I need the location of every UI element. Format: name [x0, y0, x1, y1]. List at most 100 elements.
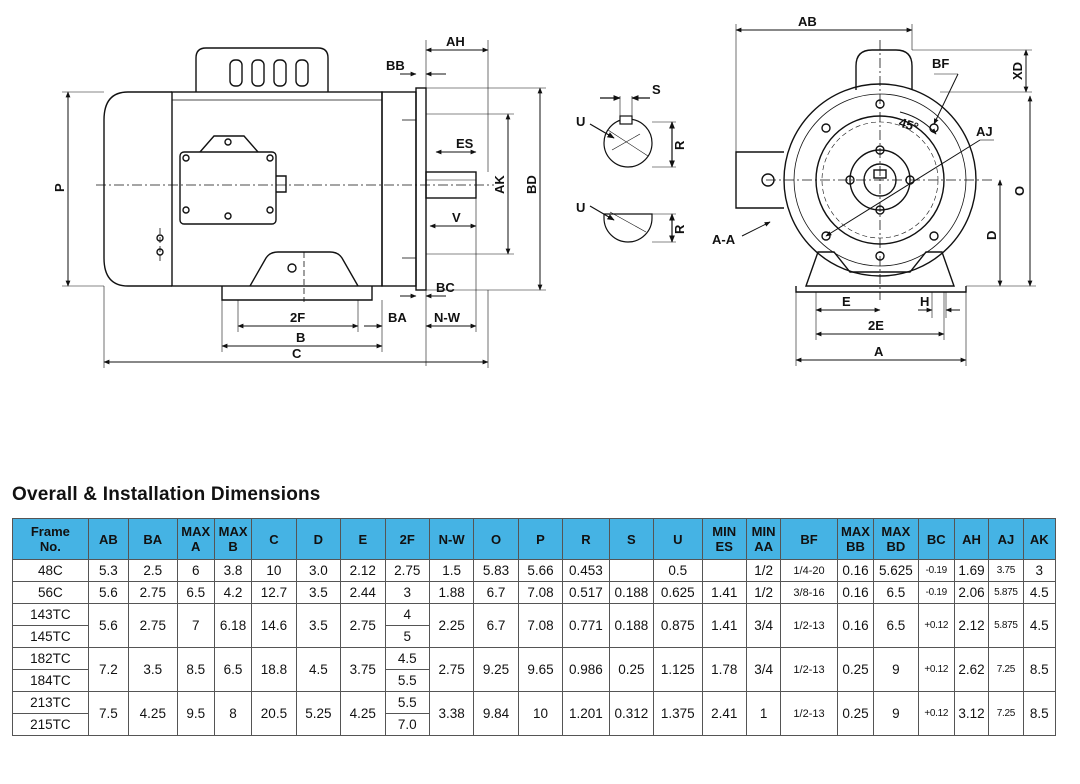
conduit-box — [179, 151, 277, 225]
dim-label-r-upper: R — [672, 140, 687, 150]
column-header-label: BB — [846, 539, 865, 554]
column-header-label: E — [358, 531, 368, 547]
table-cell: +0.12 — [917, 647, 955, 692]
column-header: N-W — [428, 518, 475, 560]
table-cell: 2.75 — [128, 581, 178, 604]
dim-label-p: P — [52, 183, 67, 192]
dim-label-ah: AH — [446, 34, 465, 49]
table-cell: 1.41 — [701, 603, 747, 648]
f2-value: 5 — [386, 625, 429, 647]
table-cell: 1/4-20 — [780, 559, 838, 582]
column-header: D — [295, 518, 342, 560]
column-header-label: AB — [99, 531, 118, 547]
mounting-base — [221, 286, 373, 301]
f2-value: 4.5 — [397, 651, 417, 666]
column-header-label: N-W — [438, 531, 465, 547]
table-cell: 6 — [176, 559, 215, 582]
dim-label-o: O — [1012, 186, 1027, 196]
table-cell: 3.5 — [295, 581, 342, 604]
table-cell: 18.8 — [251, 647, 297, 692]
column-header-label: MAX — [881, 524, 911, 539]
table-cell: 0.453 — [562, 559, 610, 582]
table-cell: 2.41 — [701, 691, 747, 736]
frame-number: 213TC — [30, 695, 71, 710]
frame-number: 184TC — [13, 669, 88, 691]
dim-label-s: S — [652, 82, 661, 97]
table-cell: 7.2 — [87, 647, 130, 692]
column-header-label: AH — [962, 531, 981, 547]
column-header-label: MAX — [181, 524, 211, 539]
table-cell: 8.5 — [176, 647, 215, 692]
table-cell: 8.5 — [1022, 647, 1057, 692]
table-cell: 0.25 — [836, 647, 875, 692]
table-cell: 3.38 — [428, 691, 475, 736]
table-cell: 4.5 — [1022, 603, 1057, 648]
dim-label-e: E — [842, 294, 851, 309]
dim-label-b: B — [296, 330, 305, 345]
table-cell: 0.517 — [562, 581, 610, 604]
table-cell: 10 — [251, 559, 297, 582]
dim-label-a: A — [874, 344, 884, 359]
table-cell: 6.5 — [176, 581, 215, 604]
f2-value: 7.0 — [386, 713, 429, 735]
table-cell: 0.16 — [836, 559, 875, 582]
column-header-label: BF — [800, 531, 818, 547]
table-cell: 7.25 — [988, 691, 1024, 736]
dim-label-2f: 2F — [290, 310, 305, 325]
table-cell: 2.12 — [340, 559, 386, 582]
column-header-label: MAX — [841, 524, 870, 539]
table-cell: 0.875 — [653, 603, 703, 648]
column-header: AJ — [988, 518, 1024, 560]
table-cell: 3/4 — [745, 647, 782, 692]
dim-label-aa: A-A — [712, 232, 736, 247]
column-header-label: A — [191, 539, 201, 554]
column-header: P — [517, 518, 564, 560]
table-cell: 6.7 — [473, 581, 519, 604]
table-cell: 1.375 — [653, 691, 703, 736]
table-cell: 2.62 — [953, 647, 990, 692]
column-header-label: R — [581, 531, 591, 547]
column-header: S — [608, 518, 655, 560]
frame-number: 215TC — [13, 713, 88, 735]
table-cell: 3/8-16 — [780, 581, 838, 604]
table-cell: 4.2 — [213, 581, 253, 604]
rear-end-cap — [103, 91, 172, 287]
table-cell: 1 — [745, 691, 782, 736]
table-cell: 1/2-13 — [780, 603, 838, 648]
table-cell: -0.19 — [917, 559, 955, 582]
table-cell: 2.75 — [340, 603, 386, 648]
dim-label-bd: BD — [524, 175, 539, 194]
table-cell: 0.625 — [653, 581, 703, 604]
table-cell: 0.188 — [608, 603, 655, 648]
column-header-label: S — [627, 531, 636, 547]
motor-dimension-drawing: AH BB ES AK BD V P BC 2F BA N-W B C S U … — [52, 14, 1036, 368]
table-cell: 7 — [176, 603, 215, 648]
column-header: BA — [128, 518, 178, 560]
table-cell: 1.5 — [428, 559, 475, 582]
dim-label-bc: BC — [436, 280, 455, 295]
table-cell — [608, 559, 655, 582]
table-cell: 1/2 — [745, 581, 782, 604]
table-cell: 7.08 — [517, 603, 564, 648]
column-header: AK — [1022, 518, 1057, 560]
motor-frame — [171, 91, 383, 287]
table-cell: 14.6 — [251, 603, 297, 648]
column-header-label: AK — [1029, 531, 1049, 547]
table-cell: 1.88 — [428, 581, 475, 604]
table-cell: 3.75 — [340, 647, 386, 692]
table-cell: 6.18 — [213, 603, 253, 648]
dim-label-r-lower: R — [672, 224, 687, 234]
dim-label-aj: AJ — [976, 124, 993, 139]
dim-label-bb: BB — [386, 58, 405, 73]
table-cell: 1/2-13 — [780, 647, 838, 692]
table-cell: 7.08 — [517, 581, 564, 604]
table-cell: -0.19 — [917, 581, 955, 604]
